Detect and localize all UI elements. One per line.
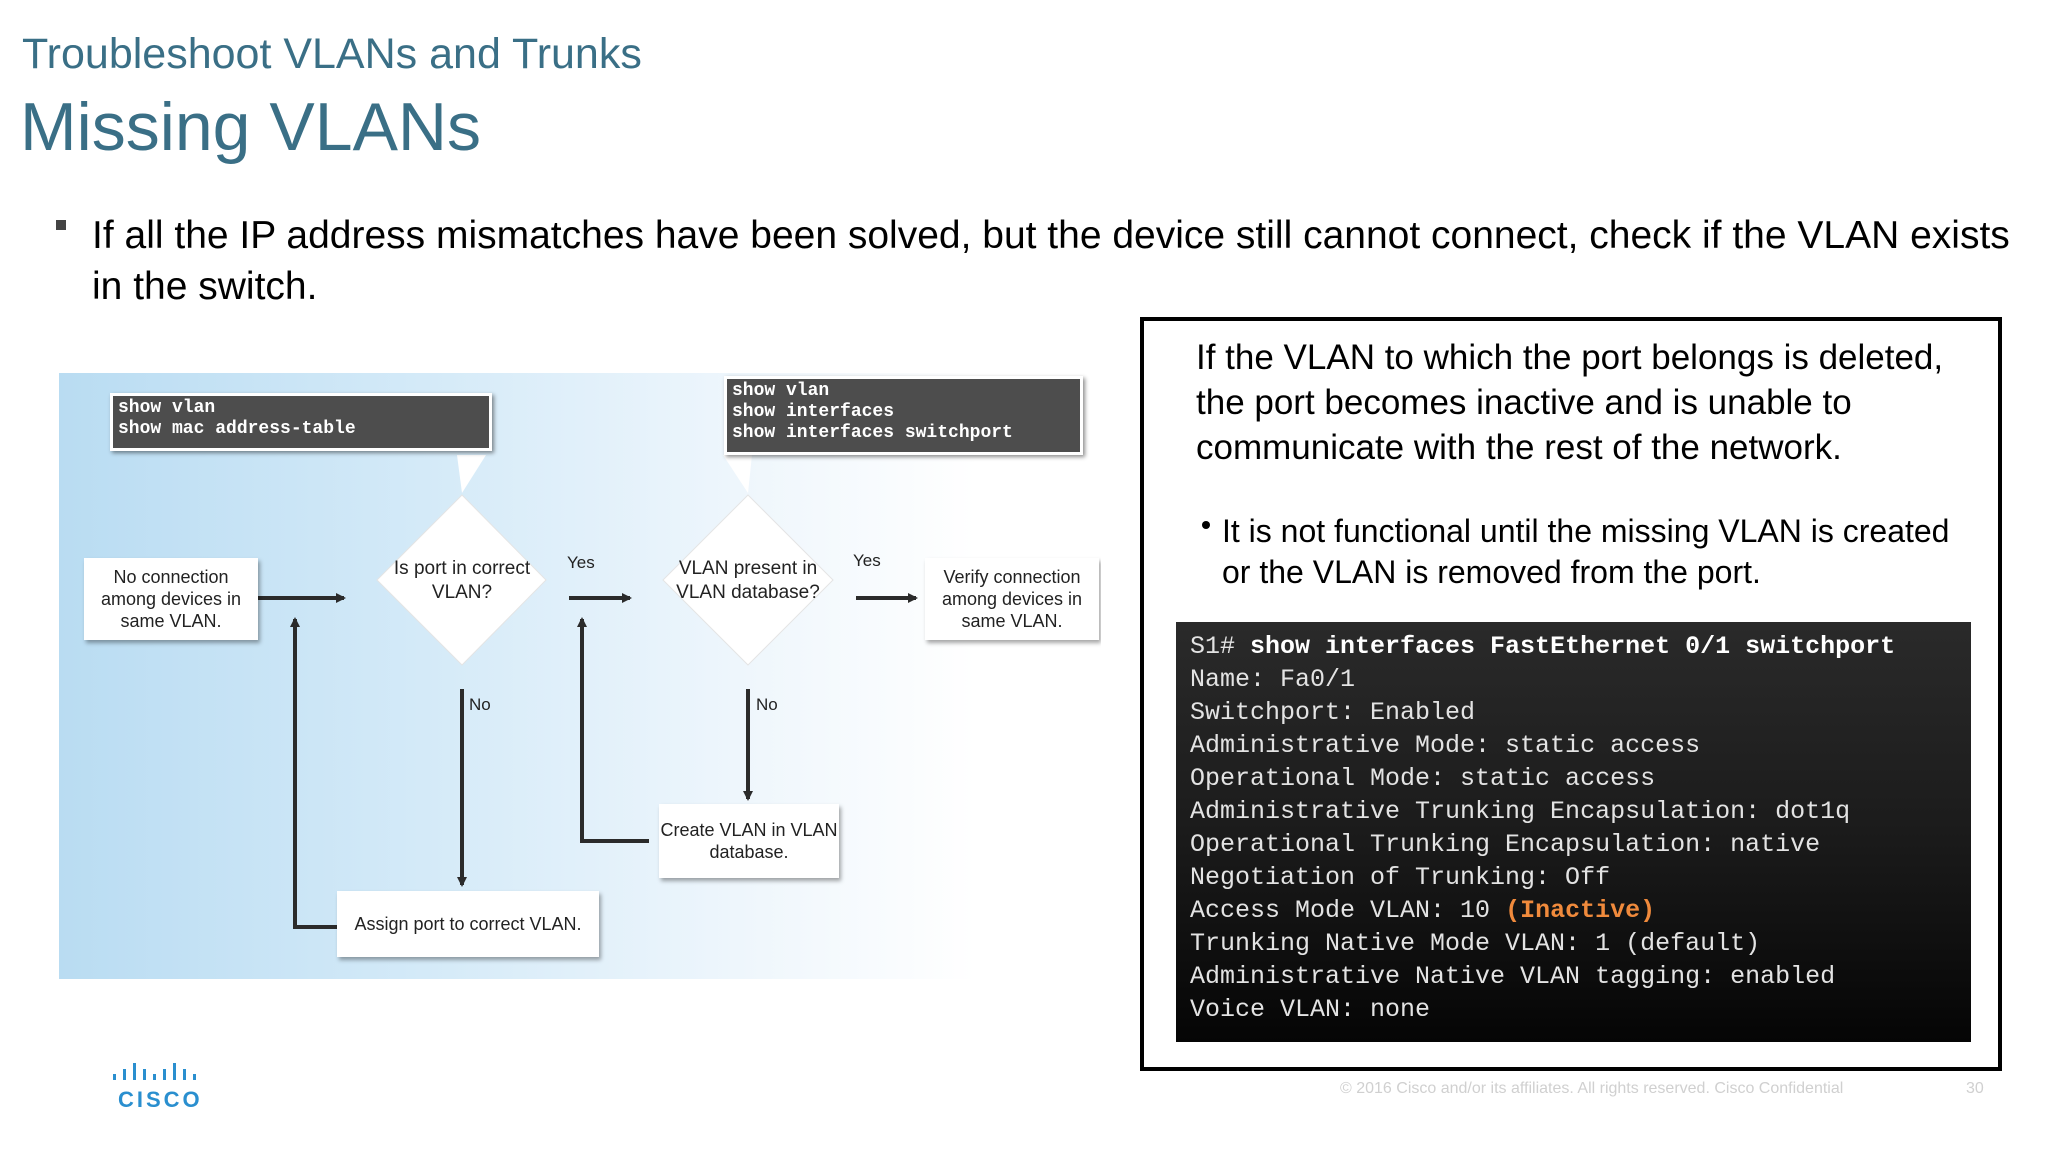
callout-tail-right xyxy=(723,455,752,493)
inactive-status: (Inactive) xyxy=(1505,896,1656,925)
decision-diamond-vlan xyxy=(662,494,834,666)
create-vlan-box: Create VLAN in VLAN database. xyxy=(659,804,839,878)
page-number: 30 xyxy=(1966,1080,1984,1097)
yes-label-d2: Yes xyxy=(853,551,881,570)
no-label-d2: No xyxy=(756,695,778,714)
sub-bullet-dot-icon xyxy=(1202,521,1210,529)
callout-tail-left xyxy=(457,455,486,493)
command-callout-left: show vlan show mac address-table xyxy=(110,393,492,451)
no-label-d1: No xyxy=(469,695,491,714)
command-callout-right: show vlan show interfaces show interface… xyxy=(724,376,1083,455)
arrow-assign-loop xyxy=(290,617,337,929)
bullet-square-icon xyxy=(56,220,66,230)
cli-command: show interfaces FastEthernet 0/1 switchp… xyxy=(1250,632,1896,661)
end-box: Verify connection among devices in same … xyxy=(925,558,1099,640)
yes-label-d1: Yes xyxy=(567,553,595,572)
assign-port-box: Assign port to correct VLAN. xyxy=(337,891,599,957)
bullet-text: If all the IP address mismatches have be… xyxy=(92,214,2010,308)
start-box: No connection among devices in same VLAN… xyxy=(84,558,258,640)
explanation-panel: If the VLAN to which the port belongs is… xyxy=(1140,317,2002,1071)
decision-diamond-port xyxy=(376,494,547,666)
troubleshooting-flowchart: show vlan show mac address-table show vl… xyxy=(59,373,1101,979)
decision-vlan-text: VLAN present in VLAN database? xyxy=(676,558,820,603)
panel-sub-bullet: It is not functional until the missing V… xyxy=(1222,513,1950,590)
copyright-notice: © 2016 Cisco and/or its affiliates. All … xyxy=(1340,1080,1844,1097)
panel-text: If the VLAN to which the port belongs is… xyxy=(1196,338,1944,467)
flowchart-connectors xyxy=(258,455,918,929)
cli-output: S1# show interfaces FastEthernet 0/1 swi… xyxy=(1176,622,1971,1042)
slide-title: Missing VLANs xyxy=(20,89,482,165)
slide-subtitle: Troubleshoot VLANs and Trunks xyxy=(22,30,642,78)
decision-port-text: Is port in correct VLAN? xyxy=(393,558,531,603)
arrow-create-loop xyxy=(577,617,649,843)
cisco-logo-bars-icon xyxy=(113,1063,196,1080)
cisco-logo: CISCO xyxy=(118,1087,203,1112)
